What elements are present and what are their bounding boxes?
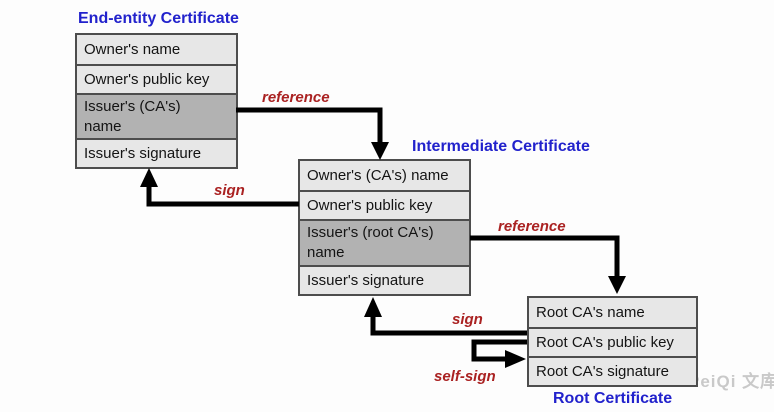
end-entity-certificate-title: End-entity Certificate [78, 10, 239, 27]
arrowhead-down-icon [371, 142, 389, 160]
sign-arrow-label-2: sign [452, 311, 483, 328]
cert-row-issuer-signature: Issuer's signature [77, 138, 236, 167]
cert-row-owner-public-key: Owner's public key [300, 190, 469, 219]
arrowhead-right-icon [505, 350, 526, 368]
sign-arrow-label-1: sign [214, 182, 245, 199]
intermediate-certificate-box: Owner's (CA's) name Owner's public key I… [298, 159, 471, 296]
reference-arrow-label-2: reference [498, 218, 566, 235]
intermediate-certificate-title: Intermediate Certificate [412, 138, 590, 155]
cert-row-root-ca-signature: Root CA's signature [529, 356, 696, 385]
arrowhead-down-icon [608, 276, 626, 294]
root-certificate-box: Root CA's name Root CA's public key Root… [527, 296, 698, 387]
reference-arrow-label-1: reference [262, 89, 330, 106]
cert-row-issuer-signature: Issuer's signature [300, 265, 469, 294]
root-certificate-title: Root Certificate [553, 390, 673, 407]
end-entity-certificate-box: Owner's name Owner's public key Issuer's… [75, 33, 238, 169]
sign-arrow-2 [364, 297, 527, 336]
cert-row-root-ca-public-key: Root CA's public key [529, 327, 696, 356]
reference-arrow-2 [470, 235, 626, 294]
self-sign-arrow-label: self-sign [434, 368, 496, 385]
cert-row-issuer-ca-name: Issuer's (CA's) name [77, 93, 236, 138]
cert-row-owner-public-key: Owner's public key [77, 64, 236, 93]
cert-row-issuer-root-ca-name: Issuer's (root CA's) name [300, 219, 469, 265]
watermark-text: PeiQi 文库 [688, 372, 774, 391]
arrowhead-up-icon [364, 297, 382, 317]
cert-row-root-ca-name: Root CA's name [529, 298, 696, 327]
cert-row-owner-name: Owner's name [77, 35, 236, 64]
reference-arrow-1 [236, 107, 389, 160]
self-sign-arrow [471, 339, 527, 368]
cert-row-owner-ca-name: Owner's (CA's) name [300, 161, 469, 190]
arrowhead-up-icon [140, 168, 158, 187]
